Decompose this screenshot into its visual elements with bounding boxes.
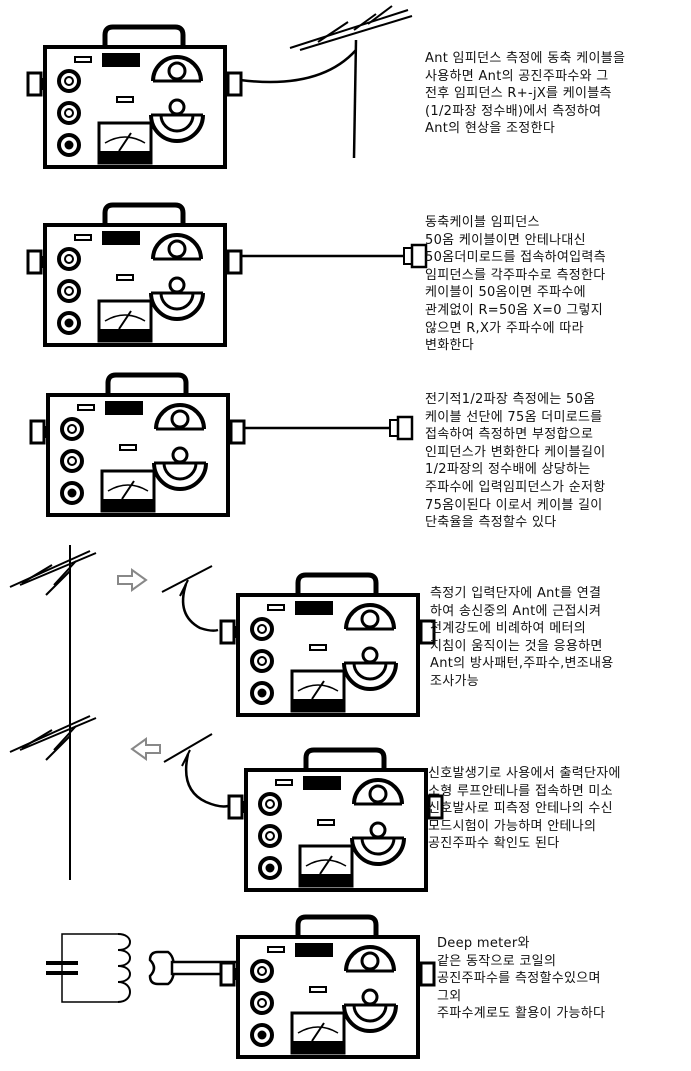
dummy-load-connector <box>389 415 414 441</box>
panel-2-description: 동축케이블 임피던스 50옴 케이블이면 안테나대신 50옴더미로드를 접속하여입력… <box>425 214 606 355</box>
description-line: Deep meter와 <box>437 936 530 951</box>
transmitting-antenna <box>9 544 97 716</box>
lc-tank-circuit <box>46 933 131 1003</box>
test-instrument <box>28 27 241 167</box>
description-line: 주파수계로도 활용이 가능하다 <box>437 1006 606 1022</box>
description-line: 단축율을 측정할수 있다 <box>425 515 557 531</box>
description-line: 전기적1/2파장 측정에는 50옴 <box>425 392 596 407</box>
panel-3-drawing <box>31 375 414 515</box>
yagi-antenna <box>289 5 413 159</box>
description-line: 50옴더미로드를 접속하여입력측 <box>425 250 606 266</box>
description-line: 관계없이 R=50옴 X=0 그렇지 <box>425 302 604 318</box>
description-line: 접속하여 측정하면 부정합으로 <box>425 427 594 443</box>
coil-icon <box>117 933 131 1003</box>
panel-4-drawing <box>9 544 434 716</box>
pickup-antenna <box>161 565 213 597</box>
description-line: (1/2파장 정수배)에서 측정하여 <box>425 103 602 119</box>
description-line: 주파수에 입력임피던스가 순저항 <box>425 479 606 495</box>
description-line: 케이블이 50옴이면 주파수에 <box>425 285 586 301</box>
description-line: 조사가능 <box>430 673 480 689</box>
test-instrument <box>229 750 442 890</box>
description-line: 전후 임피던스 R+-jX를 케이블측 <box>425 86 612 102</box>
test-instrument <box>221 917 434 1057</box>
output-cable <box>184 753 229 808</box>
arrow-right-icon <box>117 568 148 592</box>
description-line: 전계강도에 비례하여 메터의 <box>430 621 586 637</box>
description-line: 소형 루프안테나를 접속하면 미소 <box>428 783 613 799</box>
description-line: 공진주파수를 측정할수있으며 <box>437 971 601 987</box>
description-line: 동축케이블 임피던스 <box>425 215 540 230</box>
description-line: 지침이 움직이는 것을 응용하면 <box>430 638 603 654</box>
description-line: 변화한다 <box>425 338 475 354</box>
test-instrument <box>28 205 241 345</box>
panel-5-drawing <box>9 709 442 890</box>
coax-cable <box>239 49 357 84</box>
description-line: 모드시험이 가능하며 안테나의 <box>428 818 597 834</box>
receiving-antenna <box>9 709 97 881</box>
description-line: 50옴 케이블이면 안테나대신 <box>425 232 586 248</box>
description-line: 사용하면 Ant의 공진주파수와 그 <box>425 68 609 84</box>
description-line: 신호발생기로 사용에서 출력단자에 <box>428 766 621 781</box>
description-line: 같은 동작으로 코일의 <box>437 953 557 969</box>
panel-6-drawing <box>46 917 434 1057</box>
panel-2-drawing <box>28 205 428 345</box>
panel-1-drawing <box>28 5 413 167</box>
description-line: 인피던스가 변화한다 케이블길이 <box>425 444 606 460</box>
description-line: 그외 <box>437 988 462 1004</box>
test-instrument <box>221 575 434 715</box>
arrow-left-icon <box>130 737 161 761</box>
pickup-cable <box>181 583 219 632</box>
description-line: 75옴이된다 이로서 케이블 길이 <box>425 497 603 513</box>
description-line: 측정기 입력단자에 Ant를 연결 <box>430 586 602 601</box>
description-line: 않으면 R,X가 주파수에 따라 <box>425 320 584 336</box>
description-line: 신호발사로 피측정 안테나의 수신 <box>428 801 613 817</box>
small-loop-antenna <box>163 733 213 767</box>
description-line: 케이블 선단에 75옴 더미로드를 <box>425 409 603 425</box>
dummy-load-connector <box>403 243 428 269</box>
description-line: Ant의 방사패턴,주파수,변조내용 <box>430 656 614 672</box>
description-line: 하여 송신중의 Ant에 근접시켜 <box>430 603 602 619</box>
description-line: Ant 임피던스 측정에 동축 케이블을 <box>425 51 626 66</box>
description-line: 1/2파장의 정수배에 상당하는 <box>425 462 591 478</box>
description-line: Ant의 현상을 조정한다 <box>425 121 556 137</box>
description-line: 임피던스를 각주파수로 측정한다 <box>425 267 606 283</box>
description-line: 공진주파수 확인도 된다 <box>428 836 560 852</box>
test-instrument <box>31 375 244 515</box>
